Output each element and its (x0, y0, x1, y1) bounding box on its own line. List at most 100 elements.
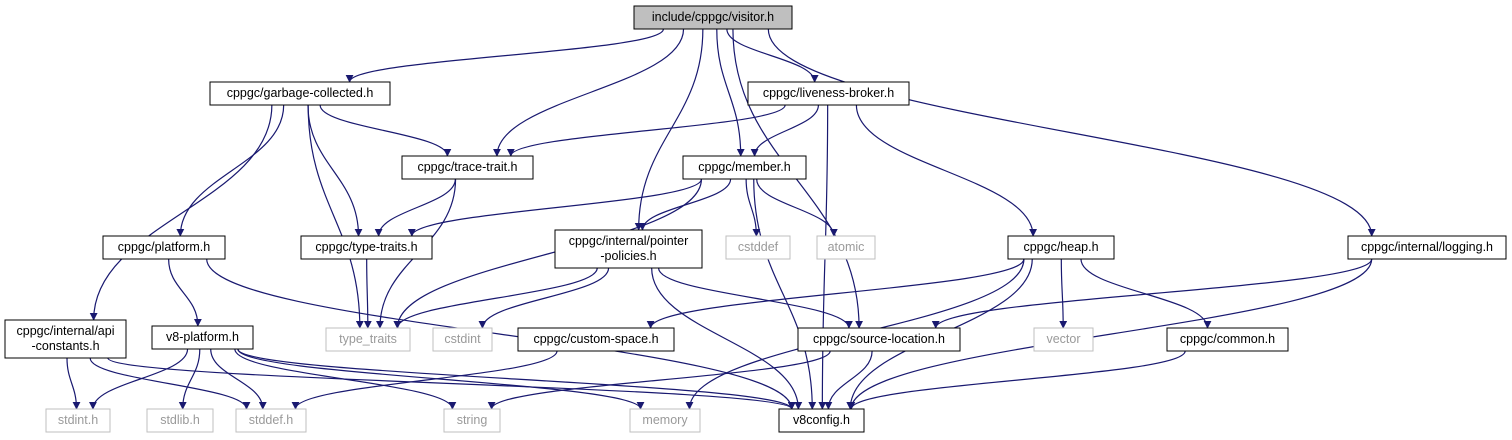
node-common[interactable]: cppgc/common.h (1166, 327, 1289, 352)
edge-type_traits_h-to-type_traits (363, 258, 372, 329)
node-trace_trait[interactable]: cppgc/trace-trait.h (401, 155, 534, 180)
node-box (1347, 235, 1507, 260)
edge-api_constants-to-stdint_h (66, 357, 81, 410)
node-box (629, 408, 701, 433)
node-type_traits_h[interactable]: cppgc/type-traits.h (300, 235, 433, 260)
edge-pointer_policies-to-source_location (657, 267, 853, 329)
node-label: string (457, 413, 488, 427)
node-box (45, 408, 111, 433)
node-label: cstddef (738, 240, 779, 254)
edge-garbage_collected-to-api_constants (89, 104, 273, 321)
node-box (102, 235, 226, 260)
node-box (554, 229, 703, 269)
node-label: cppgc/member.h (698, 160, 790, 174)
edge-pointer_policies-to-type_traits (393, 267, 598, 329)
node-liveness_broker[interactable]: cppgc/liveness-broker.h (747, 81, 910, 106)
edge-trace_trait-to-type_traits_h (374, 178, 456, 237)
node-stddef_h: stddef.h (235, 408, 307, 433)
node-v8config[interactable]: v8config.h (778, 408, 865, 433)
node-label: cppgc/garbage-collected.h (227, 86, 374, 100)
edge-member-to-pointer_policies (638, 178, 732, 231)
node-visitor[interactable]: include/cppgc/visitor.h (633, 5, 793, 30)
node-label: stddef.h (249, 413, 294, 427)
node-label: cppgc/internal/logging.h (1361, 240, 1493, 254)
node-label: -constants.h (31, 339, 99, 353)
node-garbage_collected[interactable]: cppgc/garbage-collected.h (209, 81, 391, 106)
edge-platform-to-v8config (206, 258, 796, 410)
edge-source_location-to-string (487, 350, 831, 410)
edge-visitor-to-pointer_policies (634, 28, 704, 231)
node-stdint_h: stdint.h (45, 408, 111, 433)
node-logging[interactable]: cppgc/internal/logging.h (1347, 235, 1507, 260)
node-label: cppgc/liveness-broker.h (763, 86, 894, 100)
node-label: include/cppgc/visitor.h (652, 10, 774, 24)
edge-v8_platform-to-string (234, 348, 457, 410)
edge-member-to-type_traits (393, 178, 703, 329)
node-box (1166, 327, 1289, 352)
node-label: cppgc/internal/api (17, 324, 115, 338)
node-label: stdlib.h (160, 413, 200, 427)
node-box (682, 155, 807, 180)
edge-visitor-to-liveness_broker (726, 28, 819, 83)
node-label: type_traits (339, 332, 397, 346)
node-box (747, 81, 910, 106)
edge-member-to-atomic (756, 178, 838, 237)
node-v8_platform[interactable]: v8-platform.h (151, 325, 254, 350)
edge-garbage_collected-to-platform (176, 104, 285, 237)
edge-platform-to-v8_platform (168, 258, 202, 327)
edge-garbage_collected-to-type_traits_h (307, 104, 363, 237)
node-box (146, 408, 214, 433)
node-box (151, 325, 254, 350)
edge-garbage_collected-to-trace_trait (319, 104, 452, 157)
edge-liveness_broker-to-heap (855, 104, 1038, 237)
node-box (401, 155, 534, 180)
file-nodes: include/cppgc/visitor.h cppgc/garbage-col… (4, 5, 1507, 433)
edge-common-to-v8config (847, 350, 1186, 410)
edge-v8_platform-to-stdlib_h (178, 348, 201, 410)
node-member[interactable]: cppgc/member.h (682, 155, 807, 180)
dependency-edges (66, 28, 1376, 410)
node-box (797, 327, 961, 352)
edge-api_constants-to-v8config (107, 357, 796, 410)
node-string: string (443, 408, 501, 433)
node-platform[interactable]: cppgc/platform.h (102, 235, 226, 260)
node-custom_space[interactable]: cppgc/custom-space.h (517, 327, 675, 352)
node-label: cppgc/trace-trait.h (417, 160, 517, 174)
edge-visitor-to-trace_trait (492, 28, 685, 157)
edge-pointer_policies-to-cstdint (478, 267, 610, 329)
node-label: atomic (828, 240, 865, 254)
edge-logging-to-source_location (931, 258, 1373, 329)
edge-member-to-cstddef (745, 178, 761, 237)
node-api_constants[interactable]: cppgc/internal/api-constants.h (4, 319, 127, 359)
node-box (443, 408, 501, 433)
edge-pointer_policies-to-v8config (651, 267, 803, 410)
node-label: vector (1046, 332, 1080, 346)
node-heap[interactable]: cppgc/heap.h (1007, 235, 1115, 260)
node-pointer_policies[interactable]: cppgc/internal/pointer-policies.h (554, 229, 703, 269)
edge-heap-to-common (1080, 258, 1212, 329)
node-source_location[interactable]: cppgc/source-location.h (797, 327, 961, 352)
node-box (209, 81, 391, 106)
edge-liveness_broker-to-trace_trait (506, 104, 786, 157)
node-vector: vector (1033, 327, 1094, 352)
edge-liveness_broker-to-member (750, 104, 820, 157)
edge-member-to-type_traits_h (407, 178, 703, 237)
edge-v8_platform-to-v8config (237, 348, 796, 410)
node-memory: memory (629, 408, 701, 433)
node-atomic: atomic (816, 235, 876, 260)
node-box (300, 235, 433, 260)
node-box (517, 327, 675, 352)
node-label: cppgc/source-location.h (813, 332, 945, 346)
node-label: cppgc/custom-space.h (533, 332, 658, 346)
node-box (1007, 235, 1115, 260)
node-box (1033, 327, 1094, 352)
node-type_traits: type_traits (325, 327, 411, 352)
edge-visitor-to-logging (767, 28, 1376, 237)
node-label: cppgc/common.h (1180, 332, 1275, 346)
node-label: v8-platform.h (166, 330, 239, 344)
edge-heap-to-custom_space (646, 258, 1025, 329)
edge-heap-to-vector (1059, 258, 1068, 329)
node-label: cppgc/platform.h (118, 240, 210, 254)
edge-source_location-to-v8config (824, 350, 873, 410)
